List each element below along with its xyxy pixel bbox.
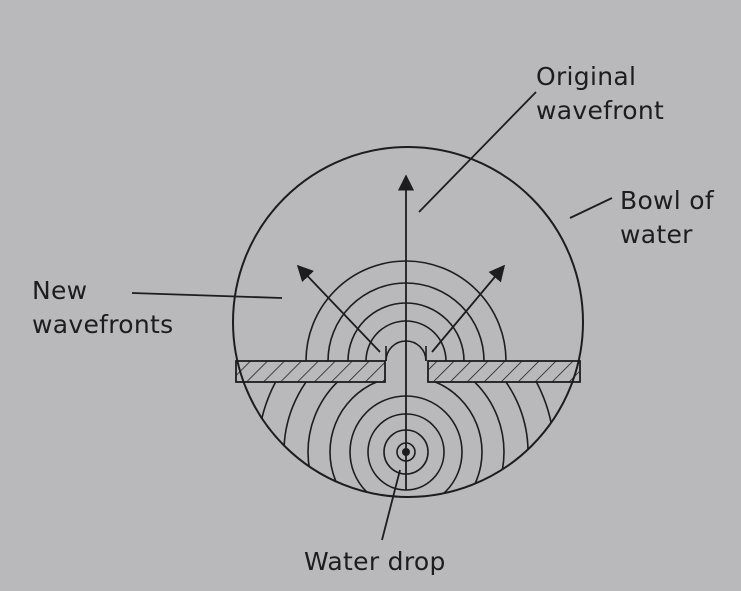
direction-arrows (296, 174, 506, 490)
bowl-outline (232, 146, 584, 498)
right-arrow (431, 264, 506, 353)
label-bowl-line2: water (620, 220, 693, 249)
leader-original-wavefront (418, 91, 537, 213)
barrier (235, 360, 581, 383)
label-bowl-line1: Bowl of (620, 186, 714, 215)
label-new-line1: New (32, 276, 88, 305)
wave-ring (307, 382, 505, 497)
leader-new-wavefronts (131, 292, 283, 299)
label-new-wavefronts: New wavefronts (32, 274, 173, 342)
label-new-line2: wavefronts (32, 310, 174, 339)
left-arrow (296, 264, 381, 353)
barrier-right (427, 360, 581, 383)
label-bowl-of-water: Bowl of water (620, 184, 714, 252)
label-original-wavefront: Original wavefront (536, 60, 664, 128)
label-original-wavefront-line1: Original (536, 62, 637, 91)
label-original-wavefront-line2: wavefront (536, 96, 665, 125)
leader-water-drop (381, 469, 401, 541)
wave-ring (329, 382, 483, 497)
leader-lines (131, 91, 613, 541)
label-water-drop: Water drop (304, 547, 446, 576)
barrier-left (235, 360, 386, 383)
leader-bowl (569, 197, 613, 219)
